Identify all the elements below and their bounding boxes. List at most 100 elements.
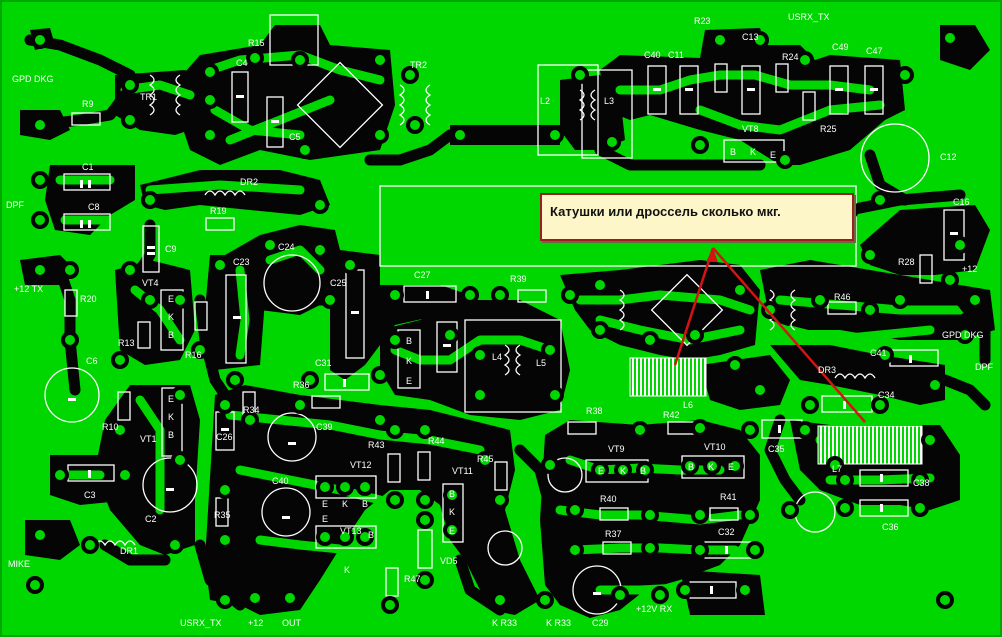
label-R25: R25 <box>820 124 837 134</box>
label-L6: L6 <box>683 400 693 410</box>
label-R35: R35 <box>214 510 231 520</box>
label-R24: R24 <box>782 52 799 62</box>
label-DR2: DR2 <box>240 177 258 187</box>
pin-e: E <box>406 376 412 386</box>
label-C38: C38 <box>913 478 930 488</box>
label-C47: C47 <box>866 46 883 56</box>
label-R43: R43 <box>368 440 385 450</box>
label-VT8: VT8 <box>742 124 759 134</box>
label-VT1: VT1 <box>140 434 157 444</box>
label-L3: L3 <box>604 96 614 106</box>
pin-e: E <box>168 294 174 304</box>
label-R19: R19 <box>210 206 227 216</box>
label-VT4: VT4 <box>142 278 159 288</box>
pin-letters: E K B E K B B K E B K E E K B B K E B K … <box>168 147 776 575</box>
pin-b: B <box>688 462 694 472</box>
label-R44: R44 <box>428 436 445 446</box>
label-R20: R20 <box>80 294 97 304</box>
pin-e: E <box>449 526 455 536</box>
label-TR2: TR2 <box>410 60 427 70</box>
label-R37: R37 <box>605 529 622 539</box>
annotation-arrows <box>673 247 866 423</box>
label-C35: C35 <box>768 444 785 454</box>
label-TR1: TR1 <box>140 92 157 102</box>
label-VD5: VD5 <box>440 556 458 566</box>
pin-k: K <box>342 499 348 509</box>
pin-k: K <box>750 147 756 157</box>
pin-b: B <box>368 530 374 540</box>
silkscreen-labels: R15 C4 C5 TR2 L2 L3 C40 C11 R23 C13 R24 … <box>6 12 994 628</box>
pin-k: K <box>406 356 412 366</box>
label-C26: C26 <box>216 432 233 442</box>
pads <box>26 29 984 614</box>
label-C8: C8 <box>88 202 100 212</box>
silkscreen <box>44 14 965 615</box>
label-DR3: DR3 <box>818 365 836 375</box>
label-mike: MIKE <box>8 559 30 569</box>
label-C13: C13 <box>742 32 759 42</box>
inductor-L6 <box>629 357 707 397</box>
label-usrx-tx-top: USRX_TX <box>788 12 830 22</box>
label-C23: C23 <box>233 257 250 267</box>
label-C25: C25 <box>330 278 347 288</box>
label-L7: L7 <box>832 464 842 474</box>
label-R38: R38 <box>586 406 603 416</box>
label-C12: C12 <box>940 152 957 162</box>
label-C1: C1 <box>82 162 94 172</box>
label-R34: R34 <box>243 405 260 415</box>
pin-e: E <box>728 462 734 472</box>
label-VT11: VT11 <box>452 466 473 476</box>
label-R41: R41 <box>720 492 737 502</box>
label-L4: L4 <box>492 352 502 362</box>
label-VT13: VT13 <box>340 526 362 536</box>
label-VT12: VT12 <box>350 460 372 470</box>
pin-e: E <box>168 394 174 404</box>
label-C31: C31 <box>315 358 332 368</box>
pin-b: B <box>449 489 455 499</box>
label-C40: C40 <box>644 50 661 60</box>
label-L5: L5 <box>536 358 546 368</box>
pin-b: B <box>406 336 412 346</box>
label-C29: C29 <box>592 618 609 628</box>
label-plus12v-rx: +12V RX <box>636 604 672 614</box>
label-C49: C49 <box>832 42 849 52</box>
label-R28: R28 <box>898 257 915 267</box>
label-R42: R42 <box>663 410 680 420</box>
pin-e: E <box>322 514 328 524</box>
label-R23: R23 <box>694 16 711 26</box>
label-C27: C27 <box>414 270 431 280</box>
pin-k: K <box>449 507 455 517</box>
label-C9: C9 <box>165 244 177 254</box>
pin-b: B <box>168 330 174 340</box>
label-C3: C3 <box>84 490 96 500</box>
label-R40: R40 <box>600 494 617 504</box>
label-plus12-right: +12 <box>962 264 977 274</box>
label-DR1: DR1 <box>120 546 138 556</box>
pin-k: K <box>344 565 350 575</box>
label-R9: R9 <box>82 99 94 109</box>
label-dpf-left: DPF <box>6 200 25 210</box>
label-C24: C24 <box>278 242 295 252</box>
label-R36: R36 <box>293 380 310 390</box>
pin-b: B <box>640 466 646 476</box>
label-out: OUT <box>282 618 302 628</box>
label-L2: L2 <box>540 96 550 106</box>
label-R46: R46 <box>834 292 851 302</box>
label-usrx-tx-bottom: USRX_TX <box>180 618 222 628</box>
label-C41: C41 <box>870 348 887 358</box>
pin-k: K <box>708 462 714 472</box>
label-C5: C5 <box>289 132 301 142</box>
pin-k: K <box>168 412 174 422</box>
pin-e: E <box>770 150 776 160</box>
pin-k: K <box>168 312 174 322</box>
label-R10: R10 <box>102 422 119 432</box>
label-C36: C36 <box>882 522 899 532</box>
label-R13: R13 <box>118 338 135 348</box>
pin-b: B <box>362 499 368 509</box>
label-C34: C34 <box>878 390 895 400</box>
pin-b: B <box>730 147 736 157</box>
label-kr33-a: K R33 <box>492 618 517 628</box>
pin-k: K <box>620 466 626 476</box>
